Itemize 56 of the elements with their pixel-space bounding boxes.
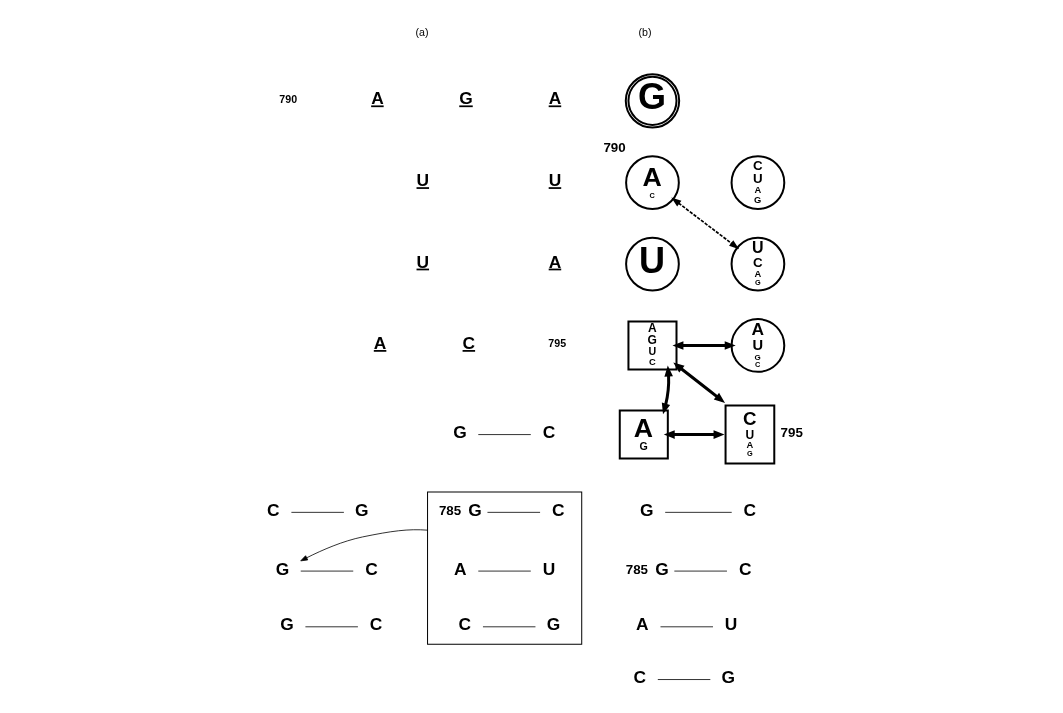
node-circle: U [624,236,680,292]
node-text: G [279,614,294,635]
label: 790 [278,92,297,105]
label: G [458,88,473,109]
arrow [663,430,724,439]
node-text: A [635,614,649,635]
connector [290,511,344,513]
node-text: A [453,558,466,579]
arrow [670,197,739,250]
node-text: G [639,499,654,520]
connector [477,434,531,435]
node-text: U [542,558,555,579]
node-label: 795 [780,425,803,441]
arrow [661,365,673,415]
arrow [299,529,428,562]
node-box: A G U C [626,320,677,371]
node-text: C [266,499,280,520]
node-text: C [364,558,378,579]
node-text: G [467,500,482,521]
connector [656,679,711,680]
node-text: C [738,558,751,579]
node-text: C [458,614,471,635]
node-text: G [546,614,560,635]
node-label: 790 [602,139,626,155]
node-box: C U A G [724,404,775,465]
label: A [548,251,561,272]
label: C [462,333,475,354]
label: (b) [637,26,651,38]
label: 795 [547,337,566,350]
node-text: G [721,667,735,688]
node-box: A G [618,409,669,460]
node-text: C [632,667,646,688]
node-label: 785 [625,562,648,578]
node-text: G [452,422,467,443]
node-text: U [724,614,737,635]
connector [664,511,732,513]
cluster [426,491,582,645]
label: U [416,251,429,272]
label: U [416,170,429,191]
node-text: C [551,499,565,520]
label: A [373,333,386,354]
node-text: C [542,422,555,443]
node-text: G [354,499,369,520]
node-circle: C U A G [730,155,785,210]
connector [486,511,540,513]
label: A [370,88,384,109]
node-text: C [743,499,756,520]
label: U [548,170,561,191]
label: (a) [415,26,429,38]
arrow [672,362,725,403]
node-text: G [275,558,289,579]
arrow [671,341,736,350]
node-text: G [654,558,669,579]
label: A [548,88,561,109]
node-label: 785 [438,503,461,519]
node-text: C [369,614,382,635]
